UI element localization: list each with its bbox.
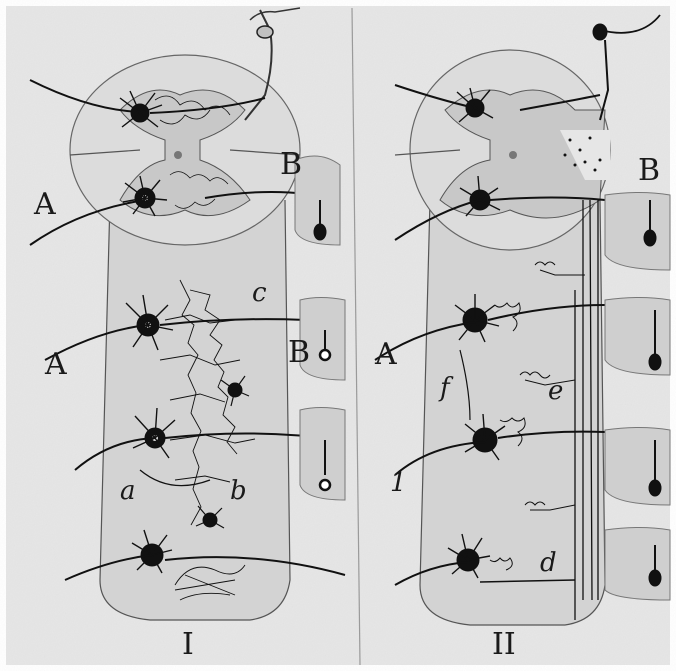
- label-a-lower: a: [120, 478, 136, 504]
- label-d: d: [540, 550, 557, 576]
- panel-numeral-one: I: [182, 630, 194, 660]
- label-a-top: A: [34, 190, 56, 220]
- label-one: 1: [390, 470, 407, 496]
- label-b-top: B: [280, 150, 302, 180]
- label-b-top-ii: B: [638, 156, 660, 186]
- panel-numeral-two: II: [492, 630, 516, 660]
- cord-column: [420, 200, 605, 625]
- label-b-lower: b: [230, 478, 247, 504]
- label-b-mid: B: [288, 338, 310, 368]
- label-f: f: [440, 375, 450, 401]
- label-e: e: [548, 378, 563, 404]
- label-a-mid-ii: A: [375, 340, 397, 370]
- label-a-mid: A: [45, 350, 67, 380]
- label-c: c: [252, 280, 267, 306]
